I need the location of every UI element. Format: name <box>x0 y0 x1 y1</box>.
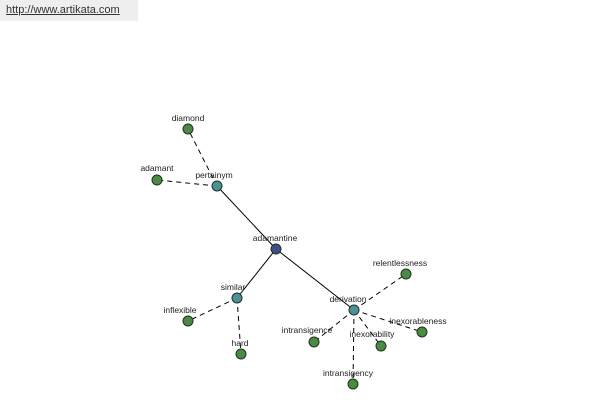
nodes-layer <box>151 123 428 390</box>
node-pertainym[interactable] <box>211 180 223 192</box>
site-url-link[interactable]: http://www.artikata.com <box>6 4 120 16</box>
label-intransigency[interactable]: intransigency <box>323 368 374 378</box>
edge-similar-hard <box>236 297 242 355</box>
node-derivation[interactable] <box>348 304 360 316</box>
node-diamond[interactable] <box>182 123 194 135</box>
label-similar[interactable]: similar <box>221 282 246 292</box>
label-adamant[interactable]: adamant <box>140 163 174 173</box>
label-inexorableness[interactable]: inexorableness <box>389 316 446 326</box>
edge-derivation-relentlessness <box>353 273 407 311</box>
node-adamantine[interactable] <box>270 243 282 255</box>
edge-derivation-inexorableness <box>353 309 423 333</box>
node-inexorability[interactable] <box>375 340 387 352</box>
node-relentlessness[interactable] <box>400 268 412 280</box>
edge-adamantine-pertainym <box>216 185 277 250</box>
node-intransigence[interactable] <box>308 336 320 348</box>
label-intransigence[interactable]: intransigence <box>282 325 333 335</box>
label-adamantine[interactable]: adamantine <box>253 233 298 243</box>
node-hard[interactable] <box>235 348 247 360</box>
node-intransigency[interactable] <box>347 378 359 390</box>
edge-pertainym-diamond <box>187 128 218 187</box>
node-similar[interactable] <box>231 292 243 304</box>
labels-layer: adamantine pertainym similar derivation diam… <box>140 113 446 378</box>
node-inflexible[interactable] <box>182 315 194 327</box>
label-derivation[interactable]: derivation <box>330 294 367 304</box>
label-inflexible[interactable]: inflexible <box>163 305 196 315</box>
edge-derivation-inexorability <box>353 309 382 347</box>
label-inexorability[interactable]: inexorability <box>350 329 396 339</box>
label-pertainym[interactable]: pertainym <box>195 170 232 180</box>
edge-derivation-intransigency <box>352 309 355 385</box>
label-hard[interactable]: hard <box>231 338 248 348</box>
node-adamant[interactable] <box>151 174 163 186</box>
edge-similar-inflexible <box>187 297 238 322</box>
node-inexorableness[interactable] <box>416 326 428 338</box>
site-banner: http://www.artikata.com <box>0 0 138 21</box>
edge-pertainym-adamant <box>156 179 218 187</box>
label-relentlessness[interactable]: relentlessness <box>373 258 427 268</box>
label-diamond[interactable]: diamond <box>172 113 205 123</box>
edges-layer <box>156 128 423 385</box>
edge-adamantine-similar <box>236 248 277 299</box>
edge-adamantine-derivation <box>275 248 355 311</box>
